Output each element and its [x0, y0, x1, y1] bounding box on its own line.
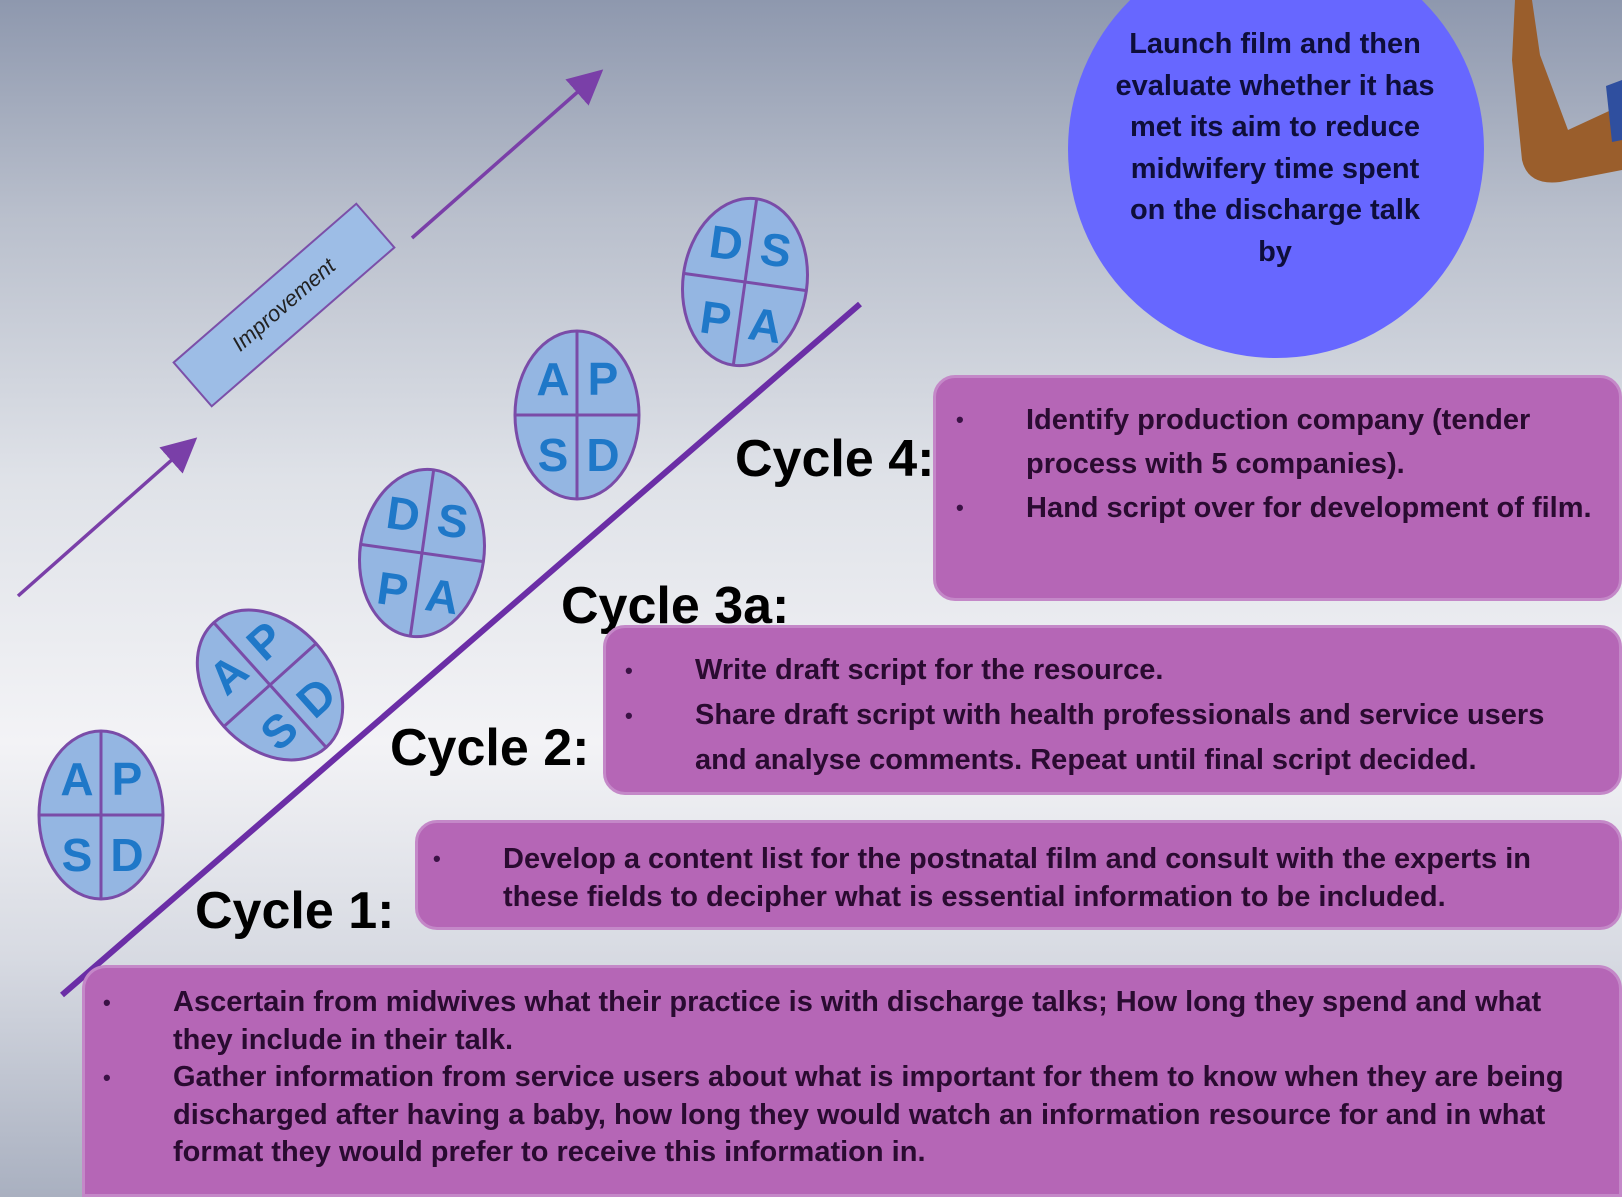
cycle-1-box: Develop a content list for the postnatal… — [415, 820, 1622, 930]
base-box: Ascertain from midwives what their pract… — [82, 965, 1622, 1197]
pdsa-letter: A — [60, 753, 93, 805]
list-item: Hand script over for development of film… — [956, 486, 1599, 530]
list-item: Gather information from service users ab… — [103, 1059, 1599, 1172]
ramp-line — [60, 301, 862, 998]
pdsa-letter: D — [383, 486, 423, 542]
pdsa-wheel-3: D S P A — [348, 460, 496, 646]
cycle-4-list: Identify production company (tender proc… — [956, 398, 1599, 530]
cycle-1-label: Cycle 1: — [195, 882, 395, 940]
pdsa-letter: D — [706, 215, 746, 271]
pdsa-letter: A — [745, 297, 785, 353]
cycle-1-list: Develop a content list for the postnatal… — [433, 840, 1599, 916]
cycle-2-list: Write draft script for the resource. Sha… — [625, 648, 1599, 783]
pdsa-letter: P — [112, 753, 143, 805]
pdsa-letter: S — [434, 493, 472, 549]
figure-sleeve — [1606, 80, 1622, 142]
list-item: Develop a content list for the postnatal… — [433, 840, 1599, 916]
list-item: Ascertain from midwives what their pract… — [103, 984, 1599, 1059]
pdsa-letter: P — [588, 353, 619, 405]
goal-text: Launch film and then evaluate whether it… — [1115, 28, 1435, 268]
pdsa-letter: D — [586, 429, 619, 481]
cycle-3a-label: Cycle 3a: — [561, 577, 790, 635]
base-list: Ascertain from midwives what their pract… — [103, 984, 1599, 1172]
cycle-2-box: Write draft script for the resource. Sha… — [603, 625, 1622, 795]
goal-circle — [1068, 0, 1484, 358]
pdsa-letter: S — [538, 429, 569, 481]
list-item: Write draft script for the resource. — [625, 648, 1599, 693]
pdsa-wheel-4: A P S D — [513, 329, 641, 501]
pdsa-letter: P — [374, 561, 412, 617]
pdsa-wheel-1: A P S D — [37, 729, 165, 901]
cycle-2-label: Cycle 2: — [390, 719, 590, 777]
figure-arm — [1512, 0, 1622, 183]
improvement-arrow-upper — [410, 69, 604, 240]
pdsa-letter: A — [422, 568, 462, 624]
pdsa-letter: P — [697, 290, 735, 346]
pdsa-wheel-2: A P S D — [166, 580, 373, 791]
list-item: Share draft script with health professio… — [625, 693, 1599, 783]
cycle-4-label: Cycle 4: — [735, 430, 935, 488]
pdsa-wheel-5: D S P A — [671, 189, 819, 375]
pdsa-letter: S — [62, 829, 93, 881]
pdsa-letter: A — [536, 353, 569, 405]
improvement-arrow-lower — [16, 437, 198, 598]
cycle-4-box: Identify production company (tender proc… — [933, 375, 1622, 601]
list-item: Identify production company (tender proc… — [956, 398, 1599, 486]
pdsa-letter: S — [757, 222, 795, 278]
pdsa-letter: D — [110, 829, 143, 881]
